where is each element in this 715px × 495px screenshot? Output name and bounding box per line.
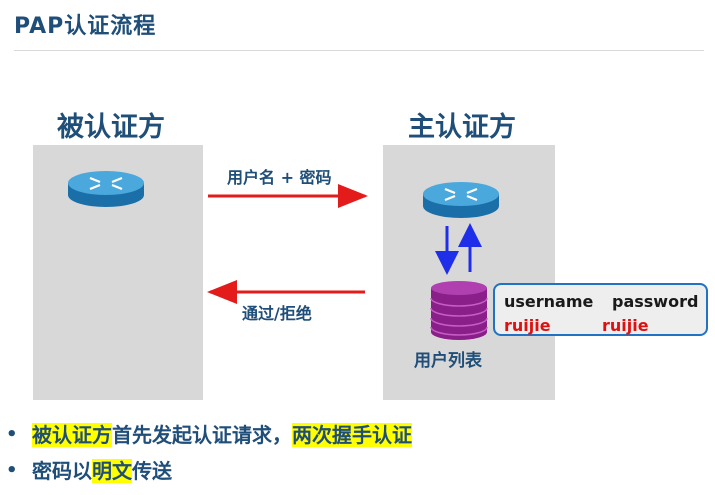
user-table-callout: username password ruijie ruijie xyxy=(493,283,708,336)
router-icon xyxy=(423,182,499,218)
right-party-label: 主认证方 xyxy=(408,112,516,143)
column-header-username: username xyxy=(504,292,594,311)
router-icon xyxy=(68,171,144,207)
bullet-segment-highlight: 明文 xyxy=(92,459,132,483)
cell-password-value: ruijie xyxy=(602,316,649,335)
bullet-segment-highlight: 两次握手认证 xyxy=(292,423,412,447)
left-party-label: 被认证方 xyxy=(57,112,165,143)
user-table-label: 用户列表 xyxy=(414,351,482,371)
bullet-segment: 传送 xyxy=(132,459,172,483)
response-arrow-label: 通过/拒绝 xyxy=(242,304,312,323)
column-header-password: password xyxy=(612,292,699,311)
bullet-dot: • xyxy=(6,460,18,481)
database-icon xyxy=(430,281,488,340)
cell-username-value: ruijie xyxy=(504,316,551,335)
bullet-dot: • xyxy=(6,424,18,445)
bullet-segment: 密码以 xyxy=(32,459,92,483)
page-title: PAP认证流程 xyxy=(14,14,157,39)
bullet-segment: 首先发起认证请求， xyxy=(112,423,292,447)
bullet-segment-highlight: 被认证方 xyxy=(32,423,112,447)
title-divider xyxy=(14,50,704,51)
request-arrow-label: 用户名 + 密码 xyxy=(227,168,332,187)
